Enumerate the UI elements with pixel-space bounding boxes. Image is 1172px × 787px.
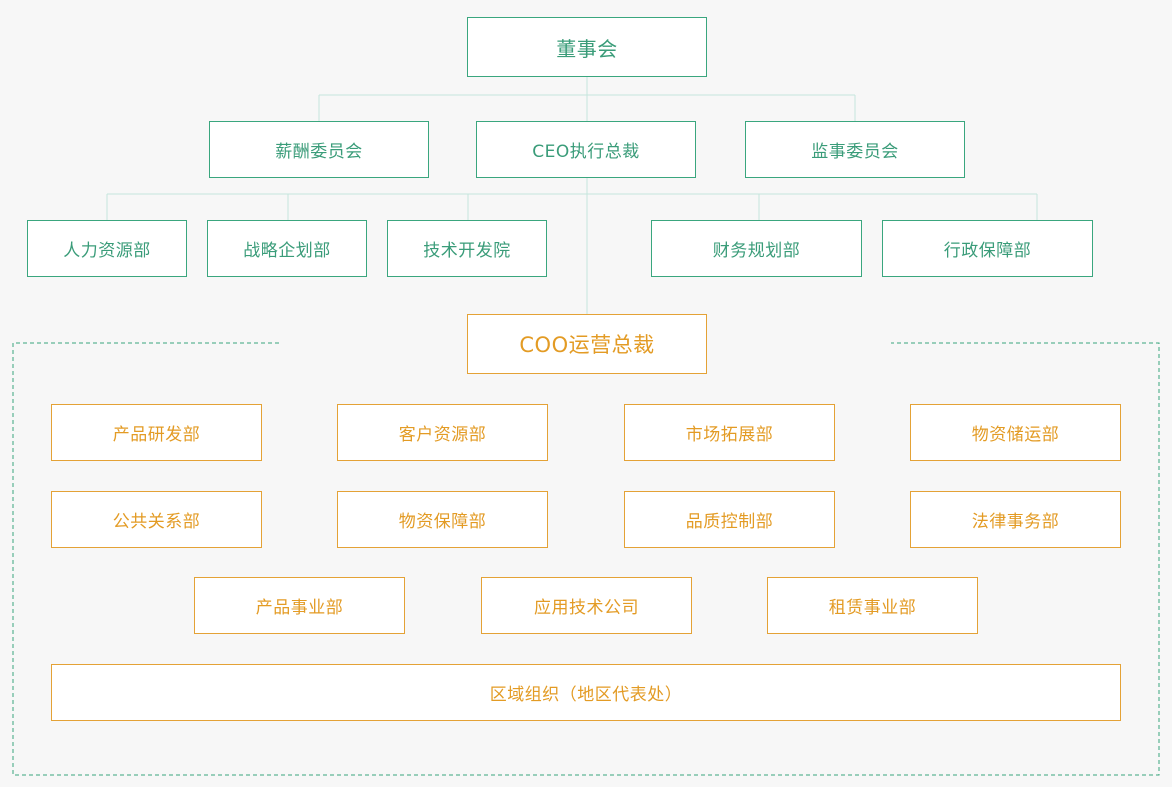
department-admin-node: 行政保障部 <box>882 220 1093 277</box>
ops-unit-node: 品质控制部 <box>624 491 835 548</box>
department-tech-node: 技术开发院 <box>387 220 547 277</box>
ops-unit-node: 租赁事业部 <box>767 577 978 634</box>
coo-node: COO运营总裁 <box>467 314 707 374</box>
ops-unit-node: 物资储运部 <box>910 404 1121 461</box>
ops-unit-node: 客户资源部 <box>337 404 548 461</box>
ops-unit-node: 产品研发部 <box>51 404 262 461</box>
ops-unit-node: 公共关系部 <box>51 491 262 548</box>
ops-unit-node: 应用技术公司 <box>481 577 692 634</box>
ops-unit-node: 市场拓展部 <box>624 404 835 461</box>
regional-organization-node: 区域组织（地区代表处） <box>51 664 1121 721</box>
supervisory-committee-node: 监事委员会 <box>745 121 965 178</box>
board-node: 董事会 <box>467 17 707 77</box>
ceo-node: CEO执行总裁 <box>476 121 696 178</box>
ops-unit-node: 法律事务部 <box>910 491 1121 548</box>
department-strategy-node: 战略企划部 <box>207 220 367 277</box>
ops-unit-node: 产品事业部 <box>194 577 405 634</box>
operations-region-border <box>12 342 1160 776</box>
ops-unit-node: 物资保障部 <box>337 491 548 548</box>
department-finance-node: 财务规划部 <box>651 220 862 277</box>
department-hr-node: 人力资源部 <box>27 220 187 277</box>
compensation-committee-node: 薪酬委员会 <box>209 121 429 178</box>
